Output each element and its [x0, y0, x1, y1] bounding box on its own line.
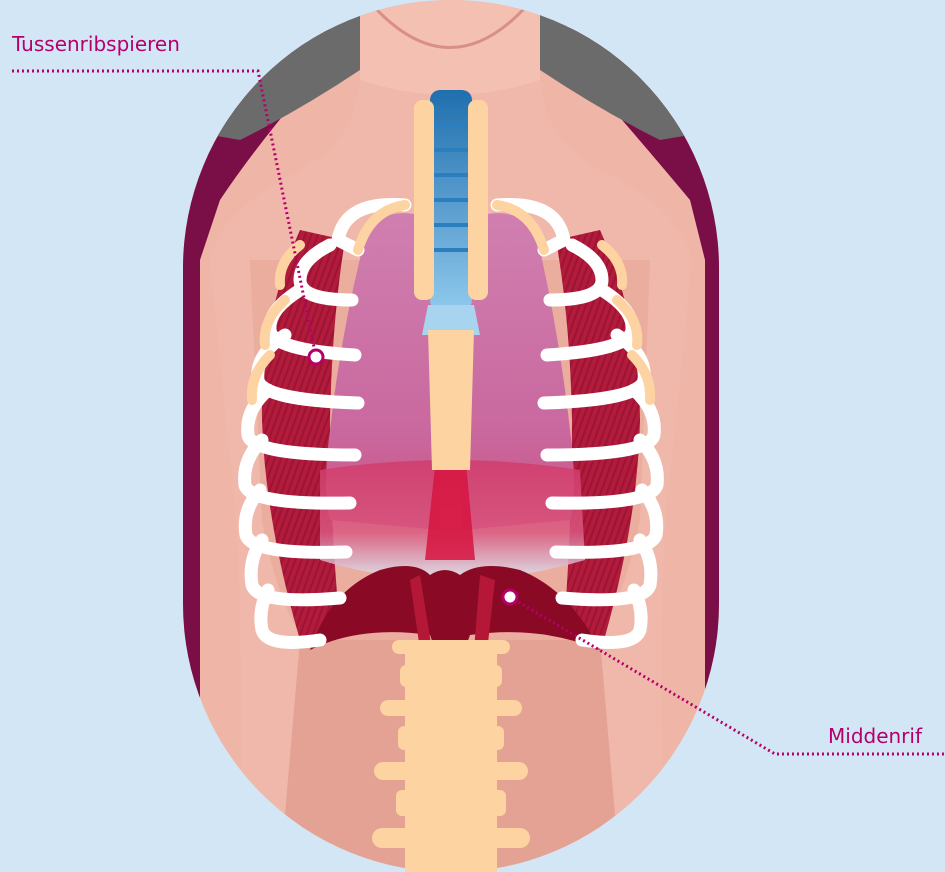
diaphragm-marker: [503, 590, 517, 604]
intercostal-marker: [309, 350, 323, 364]
diaphragm-label: Middenrif: [828, 726, 922, 746]
sternum: [428, 330, 474, 470]
intercostal-label: Tussenribspieren: [12, 34, 180, 54]
